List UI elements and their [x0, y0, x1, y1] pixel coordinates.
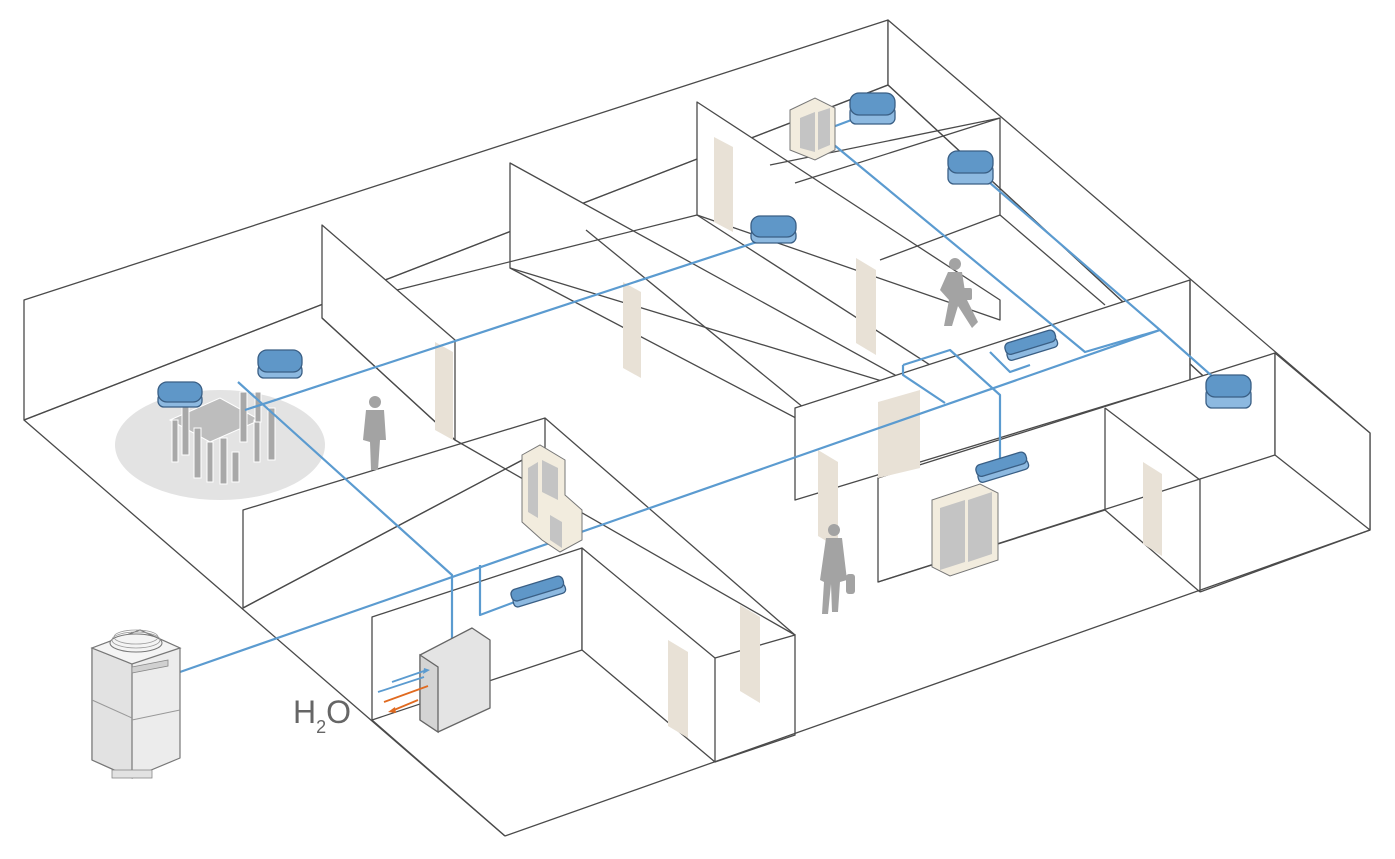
pipe-to-upper-left: [244, 234, 776, 412]
door-1: [435, 342, 453, 440]
wall-unit-icon: [975, 451, 1030, 483]
door-7: [1143, 462, 1162, 556]
pipe-dining-down: [237, 381, 454, 640]
hydrobox-icon: [419, 627, 491, 734]
cabinet-icon: [789, 97, 836, 161]
doors: [435, 137, 1162, 738]
pipe-branch-loop: [901, 365, 946, 404]
floor-front-right-edge: [504, 529, 1371, 837]
h2o-label: H2O: [293, 694, 351, 736]
front-room-right-wall: [581, 547, 716, 763]
cassette-unit-icon: [947, 150, 994, 185]
door-9: [668, 640, 688, 738]
dining-table-icon: [168, 391, 276, 485]
cabinet-icon: [931, 483, 999, 577]
door-4: [856, 258, 876, 355]
office-right-wall: [1274, 352, 1371, 531]
h2o-label-prefix: H: [293, 694, 316, 730]
cabinet-icon: [521, 444, 583, 553]
door-2: [623, 282, 641, 378]
wall-unit-icon: [510, 575, 567, 608]
person-icon: [940, 258, 978, 328]
water-flow-arrows: [377, 668, 430, 713]
door-5: [878, 390, 920, 478]
cassette-unit-icon: [157, 381, 203, 408]
cassette-unit-icon: [849, 92, 896, 125]
floor-back-left-edge: [23, 84, 889, 421]
people: [363, 258, 978, 614]
h2o-label-subscript: 2: [316, 717, 326, 737]
cabinets: [521, 97, 999, 577]
refrigerant-pipes: [179, 111, 1231, 674]
h2o-label-suffix: O: [326, 694, 351, 730]
pipe-branch-small: [989, 351, 1031, 374]
cassette-unit-icon: [1205, 374, 1252, 409]
door-6: [818, 450, 838, 548]
pipe-right-room: [974, 169, 1161, 331]
cassette-unit-icon: [750, 215, 797, 244]
outdoor-condenser-icon: [90, 629, 182, 779]
dining-area: [115, 390, 325, 500]
indoor-units: [157, 92, 1252, 608]
pipe-branch-office: [902, 348, 1002, 462]
cassette-unit-icon: [257, 349, 303, 379]
pipe-branch-wallunit: [478, 565, 521, 617]
partition-corridor-2: [696, 101, 1001, 321]
pipe-back-room: [821, 134, 1161, 354]
wall-unit-icon: [1004, 329, 1059, 361]
door-3: [714, 137, 733, 232]
person-icon: [363, 396, 386, 470]
person-icon: [820, 524, 855, 614]
door-8: [740, 605, 760, 703]
